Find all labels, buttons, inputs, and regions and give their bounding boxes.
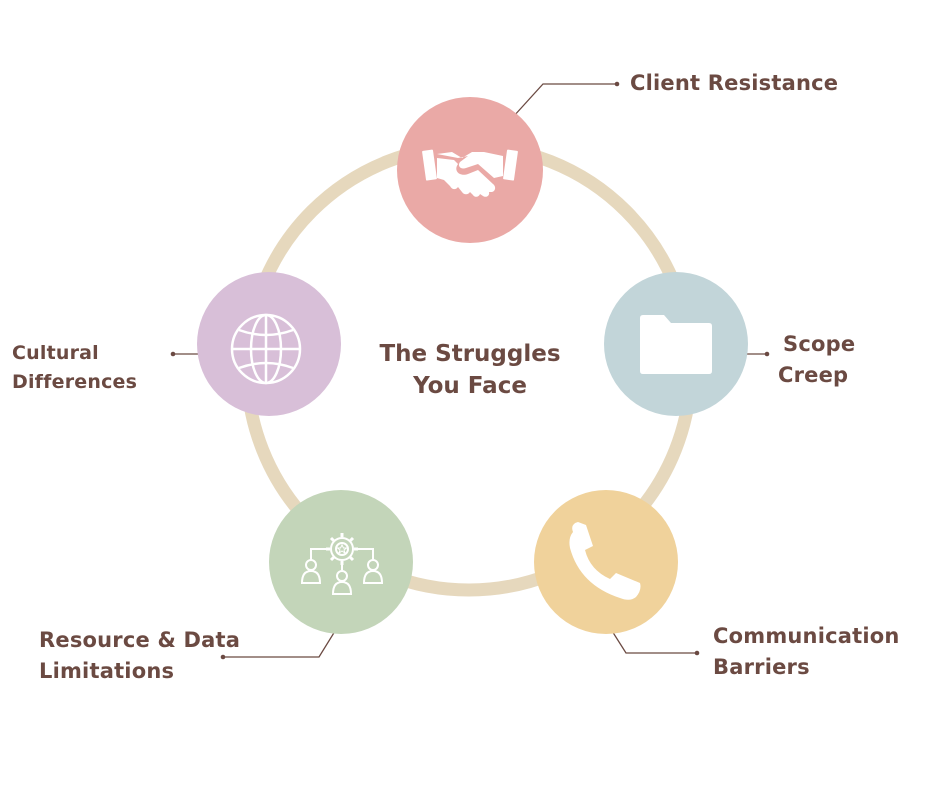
label-line: Barriers: [713, 655, 810, 679]
label-communication-barriers: Communication Barriers: [713, 621, 900, 683]
label-line: Differences: [12, 371, 138, 393]
label-line: Resource & Data: [39, 628, 241, 652]
handshake-icon: [422, 149, 518, 197]
label-line: Scope: [783, 332, 856, 356]
label-cultural-differences: Cultural Differences: [12, 339, 137, 397]
diagram-title-line-2: You Face: [413, 373, 527, 399]
diagram-title-line-1: The Struggles: [379, 341, 561, 367]
node-communication-barriers: [534, 490, 678, 634]
label-line: Creep: [778, 363, 849, 387]
globe-icon: [230, 313, 302, 385]
label-resource-data-limitations: Resource & Data Limitations: [39, 625, 240, 687]
label-line: Client Resistance: [630, 71, 839, 95]
label-line: Limitations: [39, 659, 175, 683]
node-client-resistance: [397, 97, 543, 243]
folder-icon: [640, 315, 712, 374]
connector-resource-data-limitations: [220, 622, 341, 660]
label-line: Cultural: [12, 342, 99, 364]
label-scope-creep: Scope Creep: [778, 329, 856, 391]
node-resource-data-limitations: [269, 490, 413, 634]
phone-icon: [569, 522, 641, 600]
node-cultural-differences: [197, 272, 341, 416]
team-gear-icon: [300, 533, 384, 595]
diagram-title: The Struggles You Face: [340, 338, 600, 402]
connector-client-resistance: [512, 81, 620, 118]
node-scope-creep: [604, 272, 748, 416]
label-client-resistance: Client Resistance: [630, 68, 838, 99]
label-line: Communication: [713, 624, 900, 648]
